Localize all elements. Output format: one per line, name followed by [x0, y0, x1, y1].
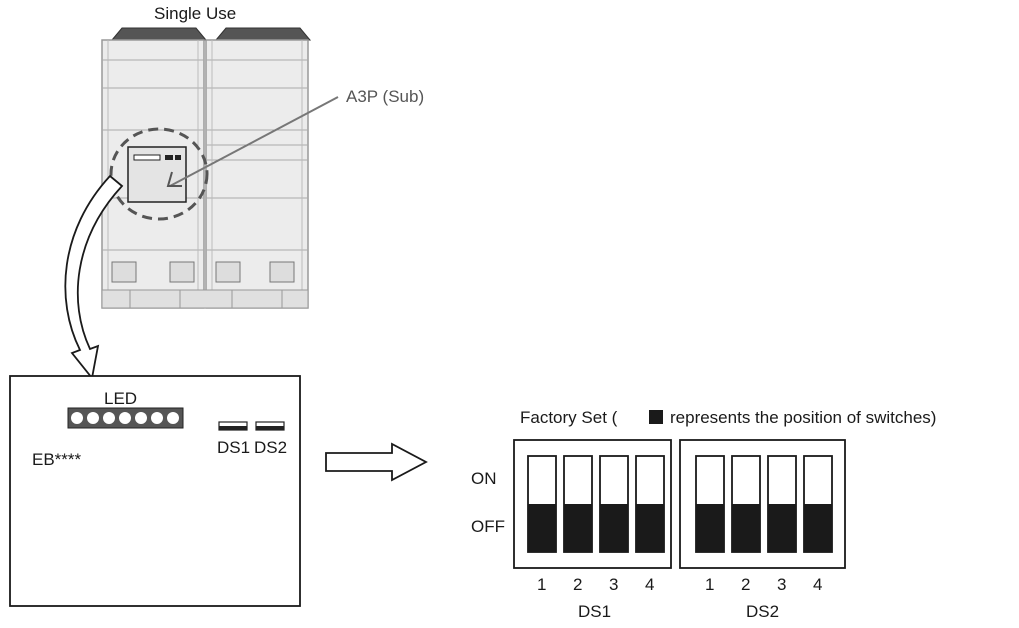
ds1-number-4: 4: [645, 575, 655, 594]
unit-title: Single Use: [154, 4, 237, 23]
led-label: LED: [104, 389, 138, 408]
ds2-number-4: 4: [813, 575, 823, 594]
ds1-group-label: DS1: [578, 602, 612, 621]
board-ds1-label: DS1: [217, 438, 251, 457]
ds1-switch-2-knob: [564, 504, 592, 552]
off-label: OFF: [471, 517, 505, 536]
ds1-number-3: 3: [609, 575, 619, 594]
outdoor-unit-illustration: [101, 27, 312, 309]
ds2-group-label: DS2: [746, 602, 780, 621]
ds2-switches: [695, 455, 833, 553]
ds2-switch-2-knob: [732, 504, 760, 552]
led-strip: [67, 407, 184, 429]
factory-title-suffix: represents the position of switches): [670, 408, 937, 427]
control-box: [127, 146, 187, 203]
legend-square-icon: [649, 410, 663, 424]
ds2-number-2: 2: [741, 575, 751, 594]
ds1-number-2: 2: [573, 575, 583, 594]
ds2-switch-1-knob: [696, 504, 724, 552]
highlight-ellipse: [109, 127, 209, 221]
ds1-switch-3-knob: [600, 504, 628, 552]
callout-leader: [166, 96, 339, 187]
board-ds1-switch: [218, 421, 248, 431]
on-label: ON: [471, 469, 497, 488]
ds1-switch-1-knob: [528, 504, 556, 552]
right-arrow-icon: [325, 442, 428, 482]
ds2-switch-4-knob: [804, 504, 832, 552]
factory-title-prefix: Factory Set (: [520, 408, 618, 427]
ds1-switch-4-knob: [636, 504, 664, 552]
ds2-number-1: 1: [705, 575, 715, 594]
model-label: EB****: [32, 450, 82, 469]
callout-label: A3P (Sub): [346, 87, 425, 106]
board-ds2-label: DS2: [254, 438, 288, 457]
ds1-number-1: 1: [537, 575, 547, 594]
board-ds2-switch: [255, 421, 285, 431]
ds2-switch-3-knob: [768, 504, 796, 552]
ds1-switches: [527, 455, 665, 553]
ds2-number-3: 3: [777, 575, 787, 594]
